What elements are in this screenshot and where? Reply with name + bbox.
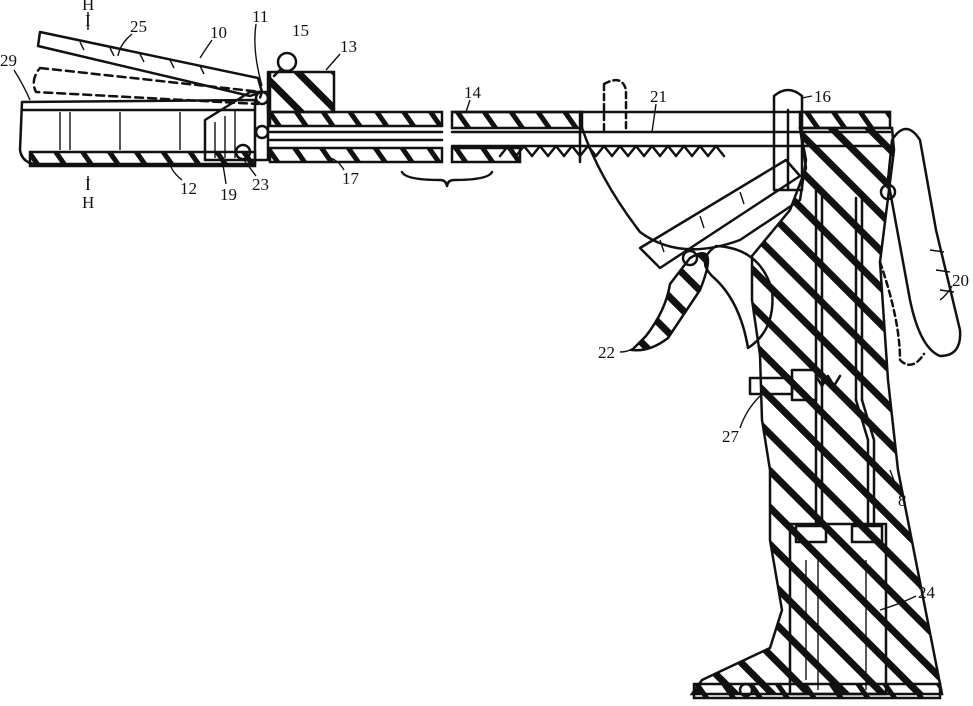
label-23: 23	[252, 175, 269, 194]
label-16: 16	[814, 87, 831, 106]
label-27: 27	[722, 427, 740, 446]
label-i-bottom: I	[85, 175, 91, 194]
label-19: 19	[220, 185, 237, 204]
lever-10	[38, 32, 262, 96]
label-10: 10	[210, 23, 227, 42]
label-14: 14	[464, 83, 482, 102]
label-h-bottom: H	[82, 193, 94, 212]
label-12: 12	[180, 179, 197, 198]
block-13	[268, 72, 334, 112]
tube-front	[270, 112, 442, 162]
break-brace	[402, 172, 492, 186]
lever-phantom	[34, 68, 262, 104]
label-22: 22	[598, 343, 615, 362]
label-29: 29	[0, 51, 17, 70]
label-25: 25	[130, 17, 147, 36]
label-8: 8	[898, 491, 907, 510]
label-20: 20	[952, 271, 969, 290]
base-plate	[694, 684, 940, 698]
label-17: 17	[342, 169, 360, 188]
label-24: 24	[918, 583, 936, 602]
label-i-top: I	[85, 11, 91, 30]
grip-body	[582, 128, 942, 694]
label-15: 15	[292, 21, 309, 40]
label-21: 21	[650, 87, 667, 106]
label-11: 11	[252, 7, 268, 26]
label-13: 13	[340, 37, 357, 56]
spring-21	[500, 146, 724, 156]
